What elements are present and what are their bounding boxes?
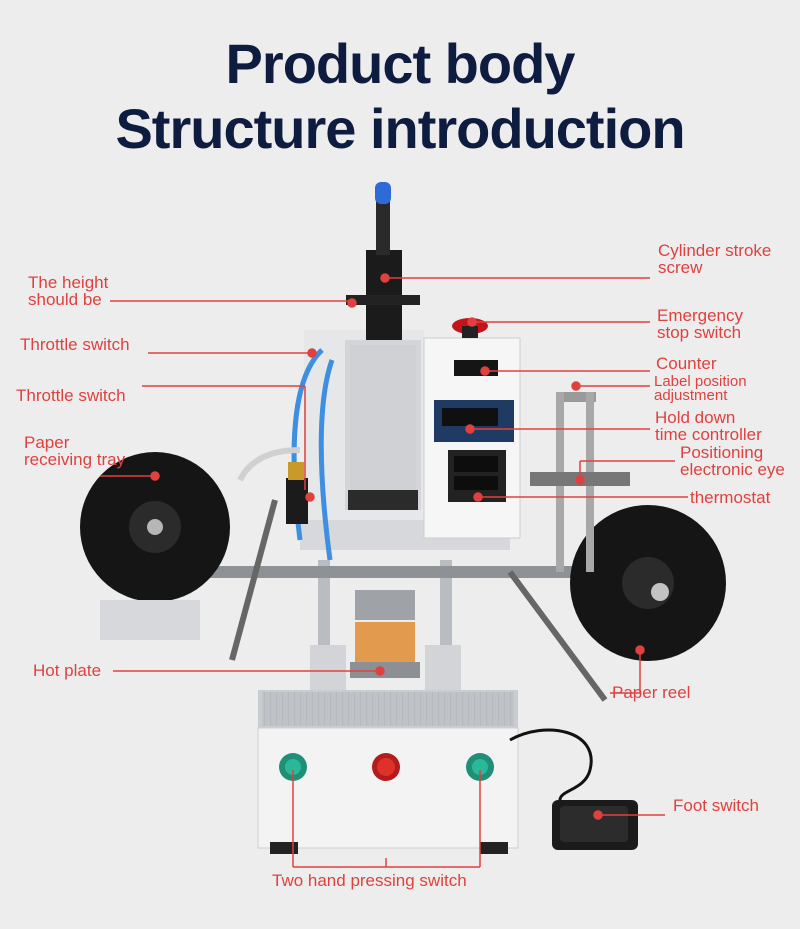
label-eye-line1: Positioning <box>680 443 764 462</box>
label-paper-reel: Paper reel <box>612 683 691 702</box>
label-hot-plate: Hot plate <box>33 661 102 680</box>
label-position-adjustment: Label position adjustment <box>654 373 747 404</box>
label-position-line2: adjustment <box>654 387 728 404</box>
label-emergency-line2: stop switch <box>657 323 742 342</box>
label-tray-line1: Paper <box>24 433 70 452</box>
label-hold-down-timer: Hold down time controller <box>655 409 762 443</box>
label-hold-line2: time controller <box>655 425 762 444</box>
label-height-line2: should be <box>28 290 102 309</box>
label-position-line1: Label position <box>654 373 747 390</box>
machine-base <box>257 690 519 854</box>
label-emergency-stop: Emergency stop switch <box>657 307 743 341</box>
label-throttle-switch-1: Throttle switch <box>20 335 130 354</box>
paper-reel <box>570 505 726 661</box>
label-height-line1: The height <box>28 273 109 292</box>
label-cylinder-line2: screw <box>658 258 703 277</box>
label-positioning-eye: Positioning electronic eye <box>680 444 785 478</box>
label-cylinder-line1: Cylinder stroke <box>658 241 772 260</box>
label-emergency-line1: Emergency <box>657 306 743 325</box>
label-eye-line2: electronic eye <box>680 460 785 479</box>
title-line-2: Structure introduction <box>115 97 685 160</box>
label-throttle-switch-2: Throttle switch <box>16 386 126 405</box>
label-hold-line1: Hold down <box>655 408 736 427</box>
label-paper-receiving-tray: Paper receiving tray <box>24 434 125 468</box>
label-counter: Counter <box>656 354 717 373</box>
label-foot-switch: Foot switch <box>673 796 759 815</box>
callout-lines <box>100 273 688 868</box>
title-line-1: Product body <box>225 32 576 95</box>
label-tray-line2: receiving tray <box>24 450 126 469</box>
foot-switch <box>509 728 638 850</box>
label-thermostat: thermostat <box>690 488 771 507</box>
paper-receiving-tray <box>80 452 230 602</box>
label-height: The height should be <box>28 274 108 308</box>
label-two-hand-switch: Two hand pressing switch <box>272 871 467 890</box>
label-cylinder-stroke-screw: Cylinder stroke screw <box>658 242 771 276</box>
